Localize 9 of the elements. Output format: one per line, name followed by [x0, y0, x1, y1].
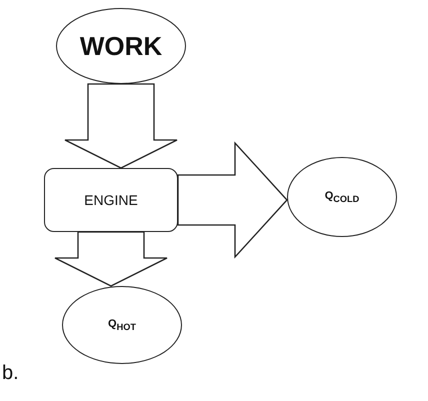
- process-box: [44, 168, 178, 232]
- block-arrow: [54, 231, 168, 287]
- node-label: WORK: [80, 30, 162, 62]
- node-label: Q$_{COLD}$: [324, 190, 360, 204]
- node-label: ENGINE: [84, 192, 138, 208]
- block-arrow: [177, 141, 288, 259]
- block-arrow: [64, 83, 178, 169]
- panel-label: b.: [2, 362, 19, 385]
- node-label: Q$_{HOT}$: [108, 318, 136, 332]
